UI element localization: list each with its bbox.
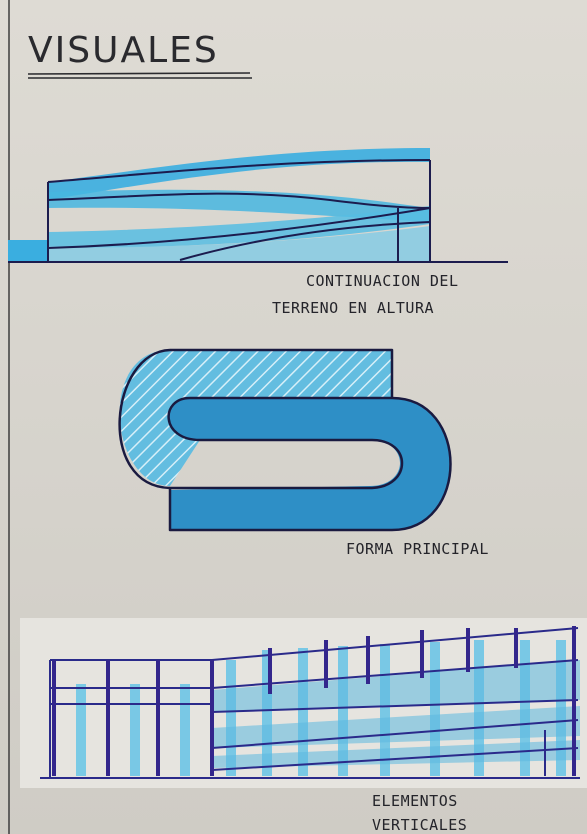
s-form-upper-hatched <box>119 350 392 486</box>
s-form-ink-outline <box>118 348 452 532</box>
caption-main-form: FORMA PRINCIPAL <box>346 540 489 558</box>
caption-vertical-line-1: ELEMENTOS <box>372 792 458 810</box>
page-title: VISUALES <box>28 30 219 71</box>
caption-vertical-line-2: VERTICALES <box>372 816 468 834</box>
margin-line <box>8 0 10 834</box>
caption-terrain-line-1: CONTINUACION DEL <box>306 272 459 290</box>
terrain-ink-lines <box>8 159 508 263</box>
vertical-bands <box>212 660 580 768</box>
s-form-lower-solid <box>168 398 451 530</box>
vertical-dark-posts <box>52 626 576 776</box>
vertical-light-bars <box>76 640 566 776</box>
title-underline <box>28 72 252 79</box>
caption-terrain-line-2: TERRENO EN ALTURA <box>272 299 435 317</box>
